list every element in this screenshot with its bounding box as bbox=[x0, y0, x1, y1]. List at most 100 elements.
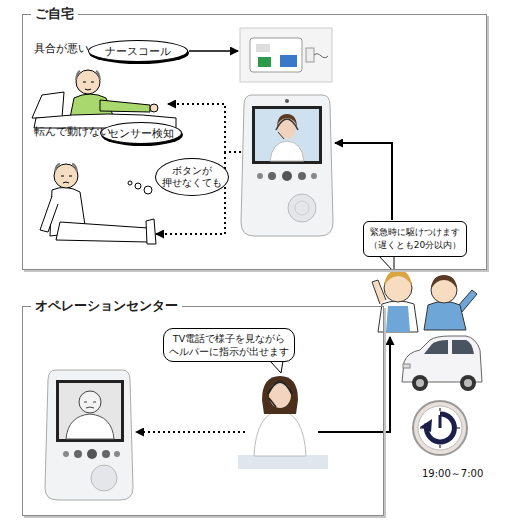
node-text: センサー検知 bbox=[108, 127, 174, 140]
illustration-part bbox=[128, 181, 132, 185]
illustration-part bbox=[298, 172, 306, 180]
illustration-part bbox=[420, 408, 460, 448]
illustration-part bbox=[280, 55, 297, 67]
illustration-part bbox=[76, 70, 100, 94]
illustration-part bbox=[150, 104, 158, 112]
illustration-part bbox=[268, 172, 276, 180]
illustration-part bbox=[464, 379, 472, 387]
illustration-part bbox=[378, 301, 418, 332]
note-label: 転んで動けない bbox=[34, 124, 111, 139]
illustration-part bbox=[295, 201, 309, 215]
thought-bubble: ボタンが 押せなくても bbox=[155, 158, 229, 196]
illustration-part bbox=[255, 109, 319, 161]
clock bbox=[413, 401, 467, 455]
illustration-part bbox=[258, 57, 271, 67]
illustration-part bbox=[240, 28, 332, 82]
car bbox=[402, 336, 482, 391]
illustration-part bbox=[83, 82, 94, 90]
illustration-part bbox=[45, 370, 133, 500]
illustration-part bbox=[418, 406, 462, 450]
callout-box: 緊急時に駆けつけます （遅くとも20分以内） bbox=[363, 221, 467, 257]
node-text: ボタンが 押せなくても bbox=[158, 165, 226, 189]
illustration-part bbox=[276, 119, 298, 130]
illustration-part bbox=[257, 173, 263, 179]
illustration-part bbox=[87, 449, 97, 459]
dispatch-arrow bbox=[335, 143, 392, 220]
illustration-part bbox=[144, 186, 152, 194]
illustration-part bbox=[238, 455, 328, 469]
illustration-part bbox=[146, 219, 156, 244]
helpers bbox=[372, 270, 477, 332]
node-text: TV電話で様子を見ながら ヘルパーに指示が出せます bbox=[167, 332, 291, 358]
illustration-part bbox=[59, 383, 121, 439]
center-video-phone bbox=[45, 370, 133, 500]
node-text: 緊急時に駆けつけます （遅くとも20分以内） bbox=[366, 226, 464, 252]
illustration-part bbox=[61, 176, 72, 183]
illustration-part bbox=[386, 306, 410, 332]
illustration-part bbox=[100, 100, 150, 112]
area-frame: ご自宅ナースコールセンサー検知ボタンが 押せなくても緊急時に駆けつけます （遅く… bbox=[22, 14, 487, 270]
sick-man-in-bed bbox=[32, 70, 176, 128]
illustration-part bbox=[91, 465, 117, 491]
illustration-part bbox=[79, 391, 101, 413]
illustration-part bbox=[288, 194, 316, 222]
thought-dots bbox=[128, 181, 152, 194]
illustration-part bbox=[460, 375, 476, 391]
operator bbox=[238, 376, 328, 469]
illustration-part bbox=[63, 451, 69, 457]
illustration-part bbox=[431, 275, 457, 289]
illustration-part bbox=[40, 196, 58, 232]
illustration-part bbox=[114, 451, 120, 457]
illustration-part bbox=[74, 450, 82, 458]
illustration-part bbox=[56, 222, 148, 242]
illustration-part bbox=[270, 141, 304, 161]
illustration-part bbox=[102, 450, 110, 458]
illustration-part bbox=[269, 398, 276, 407]
label-oval: ナースコール bbox=[88, 40, 188, 62]
illustration-part bbox=[76, 71, 100, 80]
illustration-part bbox=[262, 376, 298, 414]
illustration-part bbox=[403, 364, 410, 368]
speech-bubble: TV電話で様子を見ながら ヘルパーに指示が出せます bbox=[163, 328, 295, 362]
illustration-part bbox=[285, 99, 289, 103]
illustration-part bbox=[241, 95, 333, 236]
frame-title: オペレーションセンター bbox=[31, 298, 182, 314]
illustration-part bbox=[135, 183, 141, 189]
illustration-part bbox=[424, 302, 466, 331]
illustration-part bbox=[416, 379, 424, 387]
illustration-part bbox=[250, 38, 302, 72]
illustration-part bbox=[252, 106, 322, 164]
node-text: ナースコール bbox=[105, 45, 171, 58]
illustration-part bbox=[66, 414, 114, 439]
illustration-part bbox=[268, 382, 292, 394]
illustration-part bbox=[254, 410, 306, 456]
illustration-part bbox=[32, 92, 64, 118]
illustration-part bbox=[420, 419, 432, 432]
bubble-tail bbox=[270, 361, 283, 373]
illustration-part bbox=[54, 164, 78, 188]
illustration-part bbox=[424, 340, 448, 354]
illustration-part bbox=[256, 44, 270, 52]
area-frame: オペレーションセンターTV電話で様子を見ながら ヘルパーに指示が出せます bbox=[22, 306, 384, 516]
illustration-part bbox=[439, 415, 442, 428]
note-label: 具合が悪い bbox=[34, 41, 89, 56]
call-arrow bbox=[189, 50, 238, 52]
illustration-part bbox=[269, 382, 291, 408]
illustration-part bbox=[314, 54, 328, 58]
illustration-part bbox=[402, 336, 482, 382]
illustration-part bbox=[306, 48, 314, 62]
illustration-part bbox=[372, 280, 386, 304]
illustration-part bbox=[282, 171, 292, 181]
dotted-arrow bbox=[136, 431, 245, 433]
illustration-part bbox=[278, 132, 284, 139]
illustration-part bbox=[413, 401, 467, 455]
fallen-man bbox=[40, 164, 156, 244]
illustration-part bbox=[55, 164, 77, 172]
video-phone bbox=[241, 95, 333, 236]
illustration-part bbox=[311, 173, 317, 179]
illustration-part bbox=[452, 340, 474, 354]
nurse-call-device bbox=[240, 28, 332, 82]
illustration-part bbox=[384, 270, 412, 286]
